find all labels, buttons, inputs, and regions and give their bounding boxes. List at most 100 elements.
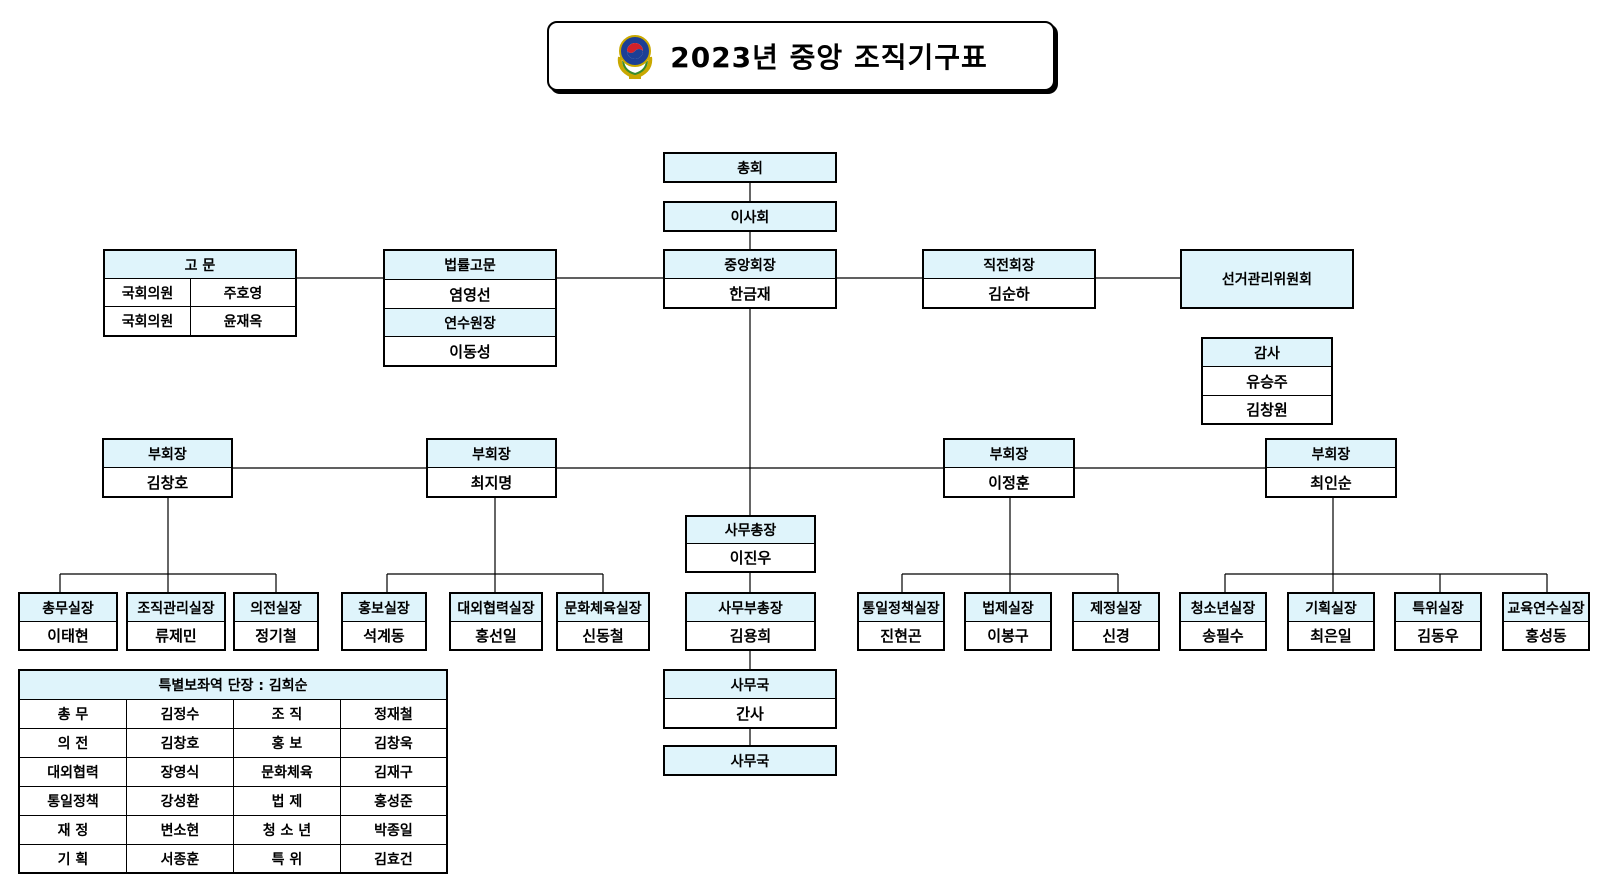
department-head-name: 김동우	[1417, 627, 1459, 645]
legal-advisor-box: 법률고문 염영선 연수원장 이동성	[383, 249, 557, 367]
auditor-name: 김창원	[1246, 401, 1288, 419]
auditor-name: 유승주	[1203, 367, 1331, 396]
special-aide-role: 조 직	[234, 700, 341, 729]
department-title: 교육연수실장	[1504, 594, 1588, 622]
department-head-name: 류제민	[155, 627, 197, 645]
department-head-name: 송필수	[1202, 627, 1244, 645]
former-president-name: 김순하	[988, 284, 1030, 303]
vice-president-title: 부회장	[104, 440, 231, 468]
special-aides-title: 특별보좌역 단장 : 김희순	[20, 671, 446, 700]
vice-president-box: 부회장 최인순	[1265, 438, 1397, 498]
vice-president-name: 이정훈	[988, 473, 1030, 492]
vice-president-box: 부회장 최지명	[426, 438, 557, 498]
special-aide-name: 김재구	[341, 758, 446, 787]
president-name: 한금재	[729, 284, 771, 303]
secretariat-office-box: 사무국 간사	[663, 669, 837, 729]
secretariat-office-title: 사무국	[665, 671, 835, 699]
training-director-name: 이동성	[449, 342, 491, 361]
special-aide-role: 대외협력	[20, 758, 127, 787]
department-title: 특위실장	[1396, 594, 1480, 622]
vice-president-box: 부회장 김창호	[102, 438, 233, 498]
advisor-name: 윤재옥	[223, 314, 263, 330]
department-box: 의전실장 정기철	[233, 592, 319, 651]
training-director-title: 연수원장	[385, 309, 555, 337]
special-aide-name: 김창호	[127, 729, 234, 758]
special-aide-role: 특 위	[234, 845, 341, 873]
department-box: 제정실장 신경	[1072, 592, 1160, 651]
department-title: 제정실장	[1074, 594, 1158, 622]
department-title: 문화체육실장	[558, 594, 648, 622]
department-box: 특위실장 김동우	[1394, 592, 1482, 651]
department-title: 법제실장	[966, 594, 1050, 622]
secretariat-office-staff: 간사	[736, 704, 764, 723]
secretariat-bottom-label: 사무국	[730, 753, 770, 770]
vice-president-name: 최인순	[1310, 473, 1352, 492]
special-aide-role: 재 정	[20, 816, 127, 845]
department-box: 조직관리실장 류제민	[126, 592, 226, 651]
department-box: 통일정책실장 진현곤	[857, 592, 945, 651]
department-box: 교육연수실장 홍성동	[1502, 592, 1590, 651]
department-box: 홍보실장 석계동	[341, 592, 427, 651]
special-aide-name: 김정수	[127, 700, 234, 729]
special-aide-role: 통일정책	[20, 787, 127, 816]
deputy-secretary-general-name: 김용희	[729, 627, 772, 645]
department-title: 의전실장	[235, 594, 317, 622]
department-box: 총무실장 이태현	[18, 592, 118, 651]
special-aide-role: 의 전	[20, 729, 127, 758]
deputy-secretary-general-box: 사무부총장 김용희	[685, 592, 816, 651]
special-aide-role: 기 획	[20, 845, 127, 873]
department-head-name: 정기철	[255, 627, 297, 645]
secretary-general-box: 사무총장 이진우	[685, 515, 816, 573]
special-aide-role: 청 소 년	[234, 816, 341, 845]
election-committee-label: 선거관리위원회	[1221, 272, 1313, 288]
advisor-name: 주호영	[191, 279, 295, 307]
department-title: 조직관리실장	[128, 594, 224, 622]
chart-title-box: 2023년 중앙 조직기구표	[547, 21, 1055, 91]
special-aide-name: 박종일	[341, 816, 446, 845]
vice-president-box: 부회장 이정훈	[943, 438, 1075, 498]
advisor-box: 고 문 국회의원 주호영 국회의원 윤재옥	[103, 249, 297, 337]
vice-president-name: 최지명	[470, 473, 513, 492]
department-head-name: 이봉구	[987, 627, 1029, 645]
special-aide-name: 김효건	[374, 852, 413, 868]
department-box: 기획실장 최은일	[1287, 592, 1375, 651]
department-box: 청소년실장 송필수	[1179, 592, 1267, 651]
department-title: 홍보실장	[343, 594, 425, 622]
special-aides-table: 특별보좌역 단장 : 김희순 총 무 김정수 조 직 정재철 의 전 김창호 홍…	[18, 669, 448, 874]
board-label: 이사회	[730, 209, 770, 226]
deputy-secretary-general-title: 사무부총장	[687, 594, 814, 622]
secretary-general-name: 이진우	[729, 549, 772, 567]
general-assembly-label: 총회	[737, 160, 763, 177]
audit-box: 감사 유승주 김창원	[1201, 337, 1333, 425]
department-title: 청소년실장	[1181, 594, 1265, 622]
president-box: 중앙회장 한금재	[663, 249, 837, 309]
department-head-name: 홍성동	[1525, 627, 1567, 645]
former-president-box: 직전회장 김순하	[922, 249, 1096, 309]
special-aide-role: 총 무	[20, 700, 127, 729]
legal-advisor-name: 염영선	[385, 280, 555, 309]
general-assembly-box: 총회	[663, 152, 837, 183]
department-head-name: 최은일	[1310, 627, 1352, 645]
department-head-name: 석계동	[363, 627, 405, 645]
special-aide-name: 강성환	[127, 787, 234, 816]
vice-president-title: 부회장	[428, 440, 555, 468]
department-head-name: 이태현	[47, 627, 89, 645]
audit-title: 감사	[1203, 339, 1331, 367]
special-aide-name: 김창욱	[341, 729, 446, 758]
vice-president-name: 김창호	[146, 473, 189, 492]
department-box: 법제실장 이봉구	[964, 592, 1052, 651]
department-head-name: 진현곤	[880, 627, 922, 645]
special-aide-name: 홍성준	[341, 787, 446, 816]
legal-advisor-title: 법률고문	[385, 251, 555, 280]
advisor-role: 국회의원	[105, 279, 191, 307]
special-aide-role: 법 제	[234, 787, 341, 816]
department-box: 문화체육실장 신동철	[556, 592, 650, 651]
organization-emblem-icon	[618, 35, 653, 80]
special-aide-name: 정재철	[341, 700, 446, 729]
chart-title: 2023년 중앙 조직기구표	[670, 41, 988, 74]
department-title: 총무실장	[20, 594, 116, 622]
special-aide-role: 홍 보	[234, 729, 341, 758]
advisor-title: 고 문	[105, 251, 295, 279]
department-title: 통일정책실장	[859, 594, 943, 622]
